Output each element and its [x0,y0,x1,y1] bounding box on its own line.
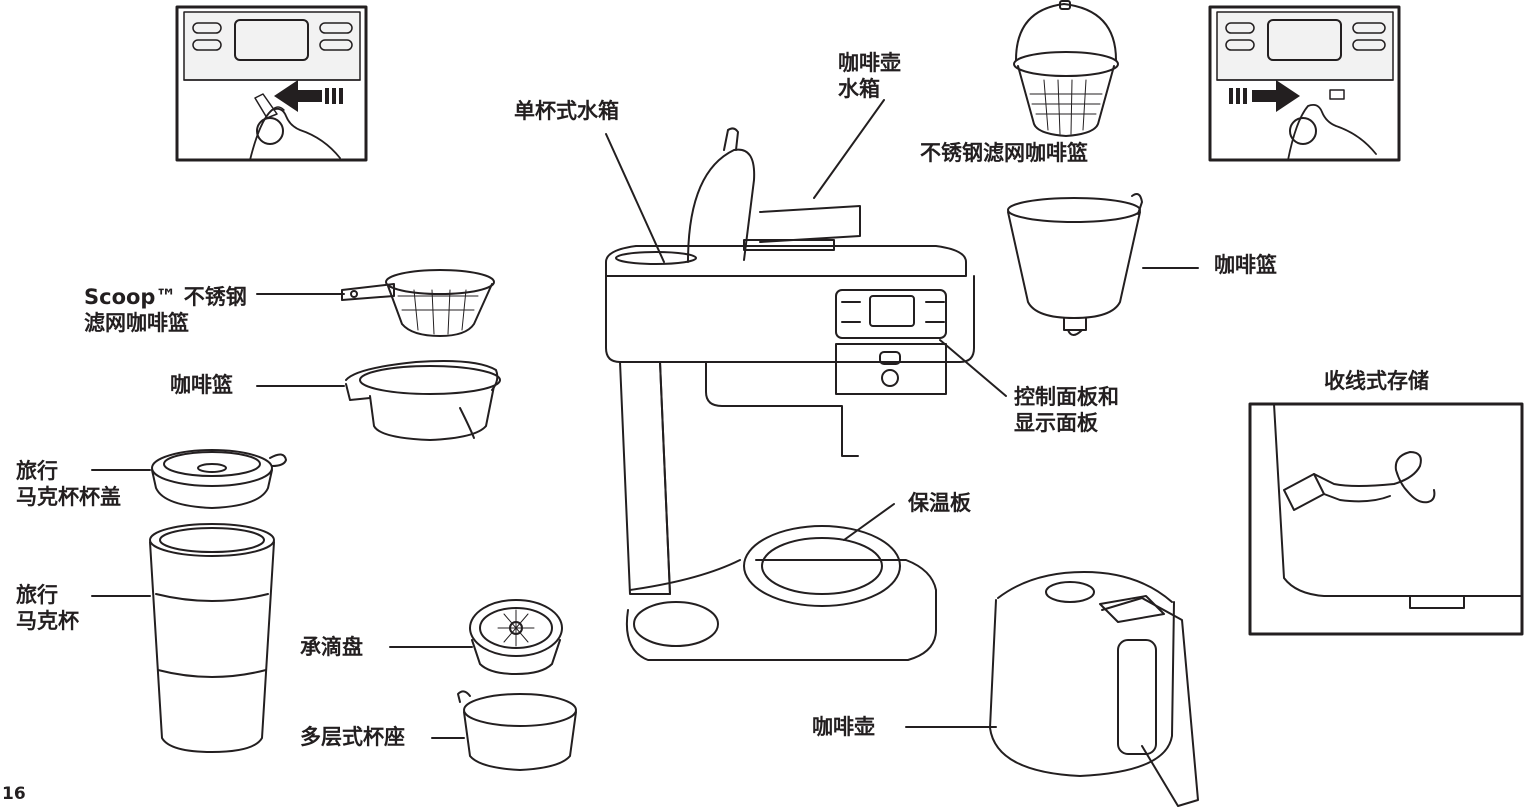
coffee-maker [605,127,975,661]
label-stainless-filter-basket: 不锈钢滤网咖啡篮 [920,141,1088,165]
travel-mug-illustration [149,523,275,753]
cord-storage-inset [1248,402,1524,636]
control-panel-inset-right [1208,5,1401,162]
label-brew-basket-left: 咖啡篮 [170,373,233,397]
label-cord-storage: 收线式存储 [1324,369,1429,393]
scoop-filter-illustration [341,269,495,337]
stainless-filter-basket-illustration [1013,0,1119,137]
travel-mug-lid-illustration [151,449,287,509]
label-travel-mug-lid: 旅行 马克杯杯盖 [16,459,121,509]
label-carafe: 咖啡壶 [812,715,875,739]
drip-tray-illustration [469,599,563,675]
label-scoop-filter: Scoop™ 不锈钢 滤网咖啡篮 [84,285,247,335]
label-single-serve-reservoir: 单杯式水箱 [514,99,619,123]
brew-basket-left-illustration [345,360,501,441]
label-travel-mug: 旅行 马克杯 [16,583,79,633]
label-control-panel: 控制面板和 显示面板 [1014,385,1119,435]
label-warming-plate: 保温板 [908,491,971,515]
carafe-illustration [989,571,1199,807]
leader-lines [91,99,1199,739]
cup-rest-illustration [457,690,577,771]
label-drip-tray: 承滴盘 [300,635,363,659]
control-panel-inset-left [175,5,368,162]
brew-basket-right-illustration [1007,193,1143,336]
page-number: 16 [2,784,26,804]
label-brew-basket-right: 咖啡篮 [1214,253,1277,277]
label-cup-rest: 多层式杯座 [300,725,405,749]
label-carafe-reservoir: 咖啡壶 水箱 [838,51,901,101]
